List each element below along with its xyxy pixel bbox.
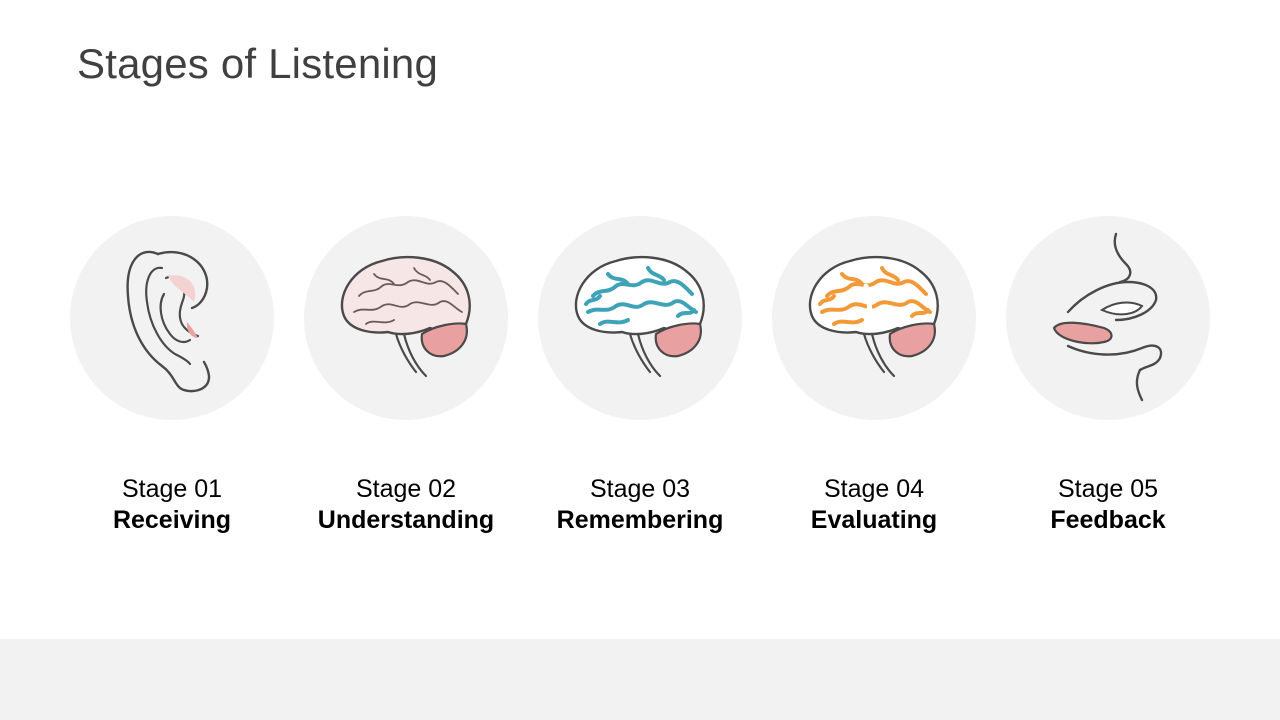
mouth-icon bbox=[1052, 232, 1163, 402]
footer-band bbox=[0, 639, 1280, 720]
stage-5-number: Stage 05 bbox=[1057, 475, 1159, 503]
stage-2-name: Understanding bbox=[317, 506, 495, 534]
stage-4-name: Evaluating bbox=[810, 506, 938, 534]
brain-icon bbox=[340, 255, 471, 378]
brain-teal-icon bbox=[574, 255, 705, 378]
stage-2-circle bbox=[304, 216, 508, 420]
stage-2-number: Stage 02 bbox=[355, 475, 457, 503]
stage-4: Stage 04 Evaluating bbox=[772, 216, 976, 536]
slide-title: Stages of Listening bbox=[77, 40, 439, 87]
stage-3-circle bbox=[538, 216, 742, 420]
ear-icon bbox=[126, 250, 211, 393]
stage-5-circle bbox=[1006, 216, 1210, 420]
stage-1-name: Receiving bbox=[112, 506, 232, 534]
stage-1-circle bbox=[70, 216, 274, 420]
stage-3: Stage 03 Remembering bbox=[538, 216, 742, 536]
brain-orange-icon bbox=[808, 255, 939, 378]
stage-2: Stage 02 Understanding bbox=[304, 216, 508, 536]
stage-3-number: Stage 03 bbox=[589, 475, 691, 503]
stage-4-number: Stage 04 bbox=[823, 475, 925, 503]
stage-5-name: Feedback bbox=[1050, 506, 1166, 534]
stage-1-number: Stage 01 bbox=[121, 475, 223, 503]
stage-5: Stage 05 Feedback bbox=[1006, 216, 1210, 536]
stage-1: Stage 01 Receiving bbox=[70, 216, 274, 536]
stage-3-name: Remembering bbox=[556, 506, 724, 534]
stage-4-circle bbox=[772, 216, 976, 420]
